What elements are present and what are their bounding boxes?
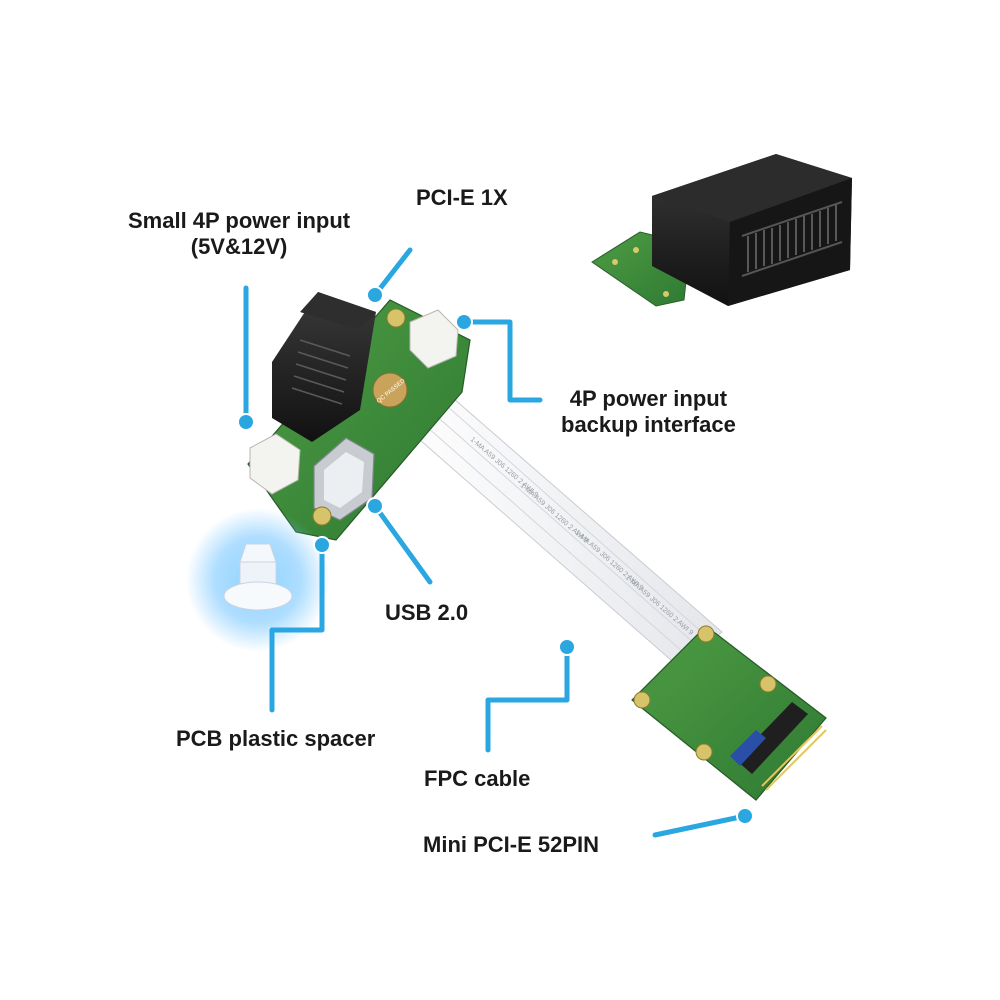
label-small-power-line2: (5V&12V) <box>190 234 288 259</box>
callout-spacer <box>269 542 325 713</box>
dot-pcie-1x <box>366 286 384 304</box>
label-small-power-line1: Small 4P power input <box>128 208 351 233</box>
plastic-spacer-image <box>186 508 330 652</box>
dot-backup-power <box>455 313 473 331</box>
label-backup-power: 4P power input backup interface <box>561 386 736 438</box>
label-backup-power-line1: 4P power input <box>569 386 728 411</box>
callout-dots <box>237 286 754 825</box>
label-mini-pcie: Mini PCI-E 52PIN <box>423 832 600 857</box>
label-pcie-1x: PCI-E 1X <box>416 185 508 210</box>
pcie-adapter-board-image: QC PASSED <box>247 292 471 541</box>
dot-usb <box>366 497 384 515</box>
callout-lines <box>243 247 748 838</box>
mini-pcie-card-image <box>631 625 827 801</box>
label-pcb-spacer: PCB plastic spacer <box>176 726 376 751</box>
fpc-cable-image: 1-MA A59 J06 1260 2 AWI 9 1-MA A59 J06 1… <box>394 391 723 669</box>
label-usb: USB 2.0 <box>385 600 469 625</box>
label-fpc-cable: FPC cable <box>424 766 531 791</box>
label-backup-power-line2: backup interface <box>561 412 736 437</box>
callout-usb <box>372 503 433 585</box>
pcie-slot-closeup-image <box>591 154 852 307</box>
dot-spacer <box>313 536 331 554</box>
callout-pcie-1x <box>372 247 413 298</box>
callout-mini-pcie <box>652 813 748 838</box>
dot-fpc <box>558 638 576 656</box>
label-small-power-input: Small 4P power input (5V&12V) <box>128 208 350 260</box>
dot-small-power <box>237 413 255 431</box>
callout-fpc <box>485 644 570 753</box>
callout-backup-power <box>461 319 543 403</box>
dot-mini-pcie <box>736 807 754 825</box>
